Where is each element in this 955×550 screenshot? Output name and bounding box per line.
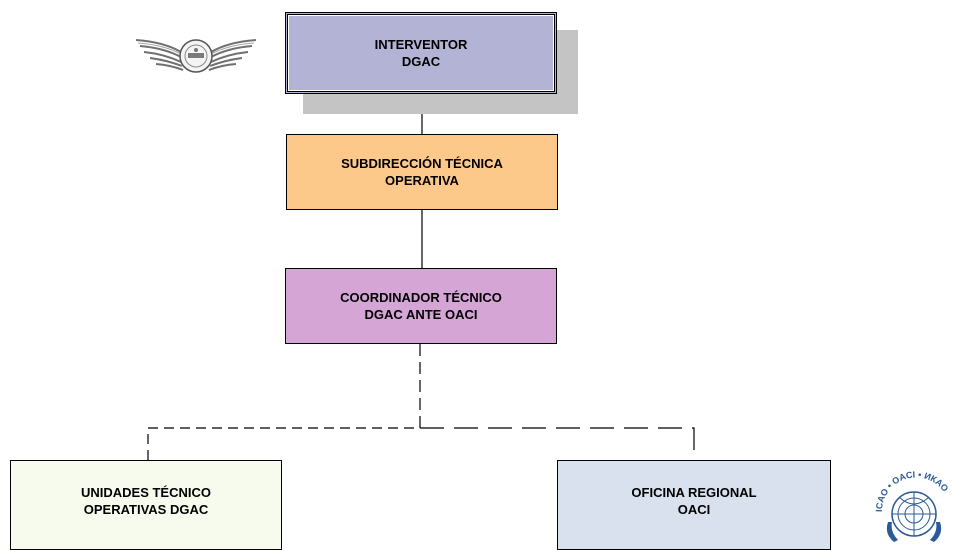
interventor-box: INTERVENTOR DGAC (285, 12, 557, 94)
connector-dashed-left (147, 427, 420, 460)
subdireccion-box: SUBDIRECCIÓN TÉCNICA OPERATIVA (286, 134, 558, 210)
icao-logo-icon: ICAO • OACI • ИКАО (874, 469, 950, 542)
interventor-label: INTERVENTOR DGAC (374, 37, 468, 69)
unidades-box: UNIDADES TÉCNICO OPERATIVAS DGAC (10, 460, 282, 550)
connector-dashed-right (420, 427, 695, 452)
oficina-label: OFICINA REGIONAL OACI (631, 485, 757, 517)
coordinador-box: COORDINADOR TÉCNICO DGAC ANTE OACI (285, 268, 557, 344)
coordinador-label: COORDINADOR TÉCNICO DGAC ANTE OACI (340, 290, 502, 322)
dgac-wings-emblem-icon (135, 39, 257, 73)
oficina-box: OFICINA REGIONAL OACI (557, 460, 831, 550)
subdireccion-label: SUBDIRECCIÓN TÉCNICA OPERATIVA (341, 156, 503, 188)
unidades-label: UNIDADES TÉCNICO OPERATIVAS DGAC (80, 485, 211, 517)
